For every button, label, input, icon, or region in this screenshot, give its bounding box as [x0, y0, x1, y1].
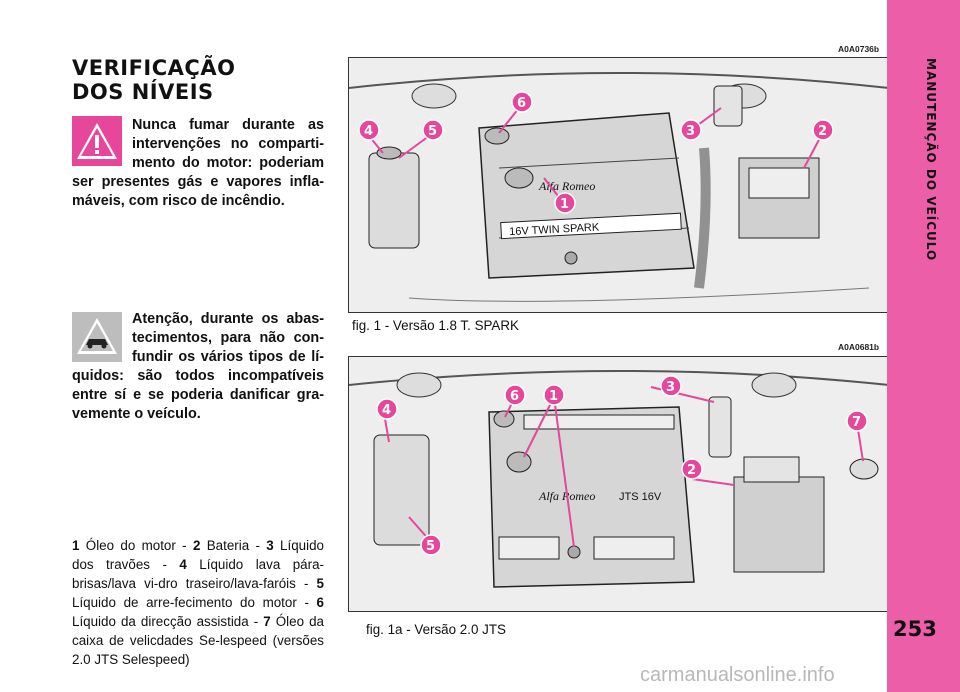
- figure-code: A0A0681b: [838, 342, 880, 352]
- engine-figure-1: 16V TWIN SPARK Alfa Romeo 1 2 3 4 5 6: [348, 57, 890, 313]
- svg-text:4: 4: [364, 124, 373, 139]
- page-title: VERIFICAÇÃO DOS NÍVEIS: [72, 56, 235, 104]
- legend-num: 5: [316, 576, 324, 591]
- engine-drawing-2: Alfa Romeo JTS 16V 1 2 3 4 5 6 7: [349, 357, 889, 611]
- legend-text: Bateria -: [200, 538, 267, 553]
- callout-badge-6: 6: [504, 384, 526, 406]
- warning-text: Nunca fumar durante as intervenções no c…: [72, 117, 324, 209]
- callout-badge-7: 7: [846, 410, 868, 432]
- svg-text:1: 1: [549, 389, 558, 404]
- section-sidebar: [887, 0, 960, 692]
- svg-text:3: 3: [666, 380, 675, 395]
- figure-code: A0A0736b: [838, 44, 880, 54]
- callout-badge-2: 2: [681, 458, 703, 480]
- legend-num: 4: [179, 557, 187, 572]
- warning-triangle-icon: [72, 116, 122, 166]
- warning-block: Nunca fumar durante as intervenções no c…: [72, 116, 324, 211]
- engine-figure-2: Alfa Romeo JTS 16V 1 2 3 4 5 6 7: [348, 356, 890, 612]
- legend-text: Óleo da caixa de velicdades Se-lespeed (…: [72, 614, 324, 667]
- callout-badge-1: 1: [554, 192, 576, 214]
- watermark: carmanualsonline.info: [640, 664, 835, 686]
- legend-text: Óleo do motor -: [79, 538, 193, 553]
- page-number: 253: [893, 617, 937, 641]
- figure-legend: 1 Óleo do motor - 2 Bateria - 3 Líquido …: [72, 536, 324, 669]
- legend-num: 1: [72, 538, 80, 553]
- legend-num: 3: [266, 538, 274, 553]
- engine-label: 16V TWIN SPARK: [509, 221, 600, 238]
- svg-text:7: 7: [852, 415, 861, 430]
- car-caution-icon: [72, 312, 122, 362]
- engine-drawing-1: 16V TWIN SPARK Alfa Romeo 1 2 3 4 5 6: [349, 58, 889, 312]
- legend-text: Líquido lava pára-brisas/lava vi-dro tra…: [72, 557, 324, 591]
- legend-num: 7: [263, 614, 271, 629]
- caution-block: Atenção, durante os abas-tecimentos, par…: [72, 310, 324, 424]
- svg-text:6: 6: [510, 389, 519, 404]
- callout-badge-5: 5: [420, 534, 442, 556]
- legend-text: Líquido da direcção assistida -: [72, 614, 264, 629]
- svg-text:5: 5: [426, 539, 435, 554]
- legend-text: Líquido de arre-fecimento do motor -: [72, 595, 317, 610]
- callout-badge-2: 2: [812, 119, 834, 141]
- svg-text:6: 6: [517, 96, 526, 111]
- callout-badge-3: 3: [660, 375, 682, 397]
- callout-badge-3: 3: [680, 119, 702, 141]
- title-line-2: DOS NÍVEIS: [72, 80, 214, 104]
- svg-text:2: 2: [687, 463, 696, 478]
- section-title-vertical: MANUTENÇÃO DO VEÍCULO: [924, 58, 938, 262]
- callout-badge-5: 5: [422, 119, 444, 141]
- callout-badge-4: 4: [376, 398, 398, 420]
- legend-num: 6: [316, 595, 324, 610]
- figure-caption-2: fig. 1a - Versão 2.0 JTS: [366, 622, 506, 637]
- figure-caption-1: fig. 1 - Versão 1.8 T. SPARK: [352, 318, 519, 333]
- callout-badge-6: 6: [511, 91, 533, 113]
- callout-badge-4: 4: [358, 119, 380, 141]
- engine-label: JTS 16V: [619, 491, 662, 503]
- svg-text:4: 4: [382, 403, 391, 418]
- svg-text:1: 1: [560, 197, 569, 212]
- svg-text:5: 5: [428, 124, 437, 139]
- caution-text: Atenção, durante os abas-tecimentos, par…: [72, 311, 324, 422]
- callout-badge-1: 1: [543, 384, 565, 406]
- svg-text:2: 2: [818, 124, 827, 139]
- legend-num: 2: [192, 538, 201, 553]
- svg-text:3: 3: [686, 124, 695, 139]
- title-line-1: VERIFICAÇÃO: [72, 56, 236, 80]
- legend-text: Líquido dos travões -: [72, 538, 324, 572]
